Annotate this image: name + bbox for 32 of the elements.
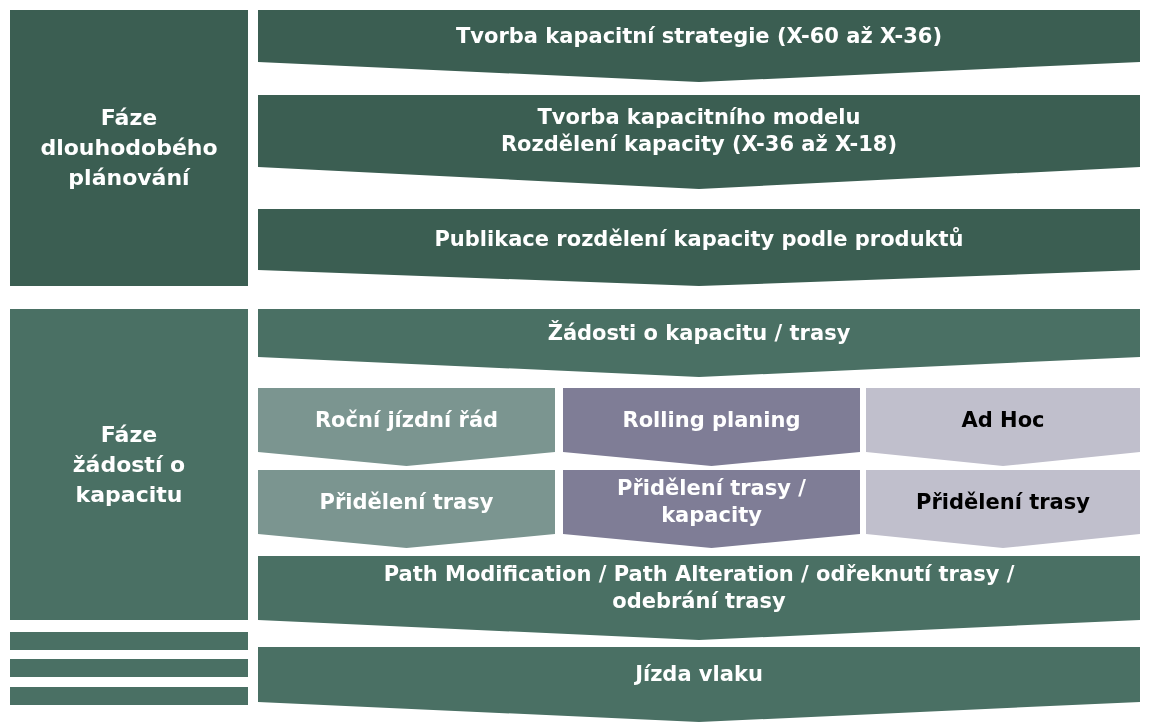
- process-step: [563, 388, 860, 466]
- step-label: Ad Hoc: [960, 406, 1046, 434]
- phase-panel: [10, 10, 248, 286]
- step-label: Path Modification / Path Alteration / odřeknutí trasy / odebrání trasy: [382, 561, 1016, 615]
- phase-title: Fáze dlouhodobého plánování: [39, 104, 219, 192]
- step-label: Rolling planing: [621, 406, 802, 434]
- step-label: Tvorba kapacitního modelu: [536, 104, 862, 131]
- process-step: [258, 95, 1140, 189]
- step-label: Žádosti o kapacitu / trasy: [546, 319, 852, 347]
- step-label: Přidělení trasy: [915, 488, 1091, 516]
- phase-title: Fáze žádostí o kapacitu: [71, 420, 187, 509]
- process-step: [258, 470, 555, 548]
- bar: [10, 632, 248, 650]
- process-step: [258, 388, 555, 466]
- step-label: Roční jízdní řád: [313, 406, 500, 434]
- process-step: [258, 209, 1140, 286]
- step-label: Přidělení trasy / kapacity: [616, 475, 807, 529]
- step-label: Publikace rozdělení kapacity podle produktů: [433, 226, 965, 253]
- process-step: [258, 309, 1140, 377]
- process-step: [258, 10, 1140, 82]
- process-step: [866, 470, 1140, 548]
- process-step: [866, 388, 1140, 466]
- bar: [10, 659, 248, 677]
- step-label: Přidělení trasy: [318, 488, 495, 516]
- step-label: Jízda vlaku: [633, 661, 764, 688]
- phase-panel: [10, 309, 248, 620]
- bar: [10, 687, 248, 705]
- process-step: [258, 556, 1140, 640]
- step-label: Tvorba kapacitní strategie (X-60 až X-36): [455, 22, 943, 50]
- step-label: Rozdělení kapacity (X-36 až X-18): [499, 131, 899, 158]
- process-step: [258, 647, 1140, 722]
- process-step: [563, 470, 860, 548]
